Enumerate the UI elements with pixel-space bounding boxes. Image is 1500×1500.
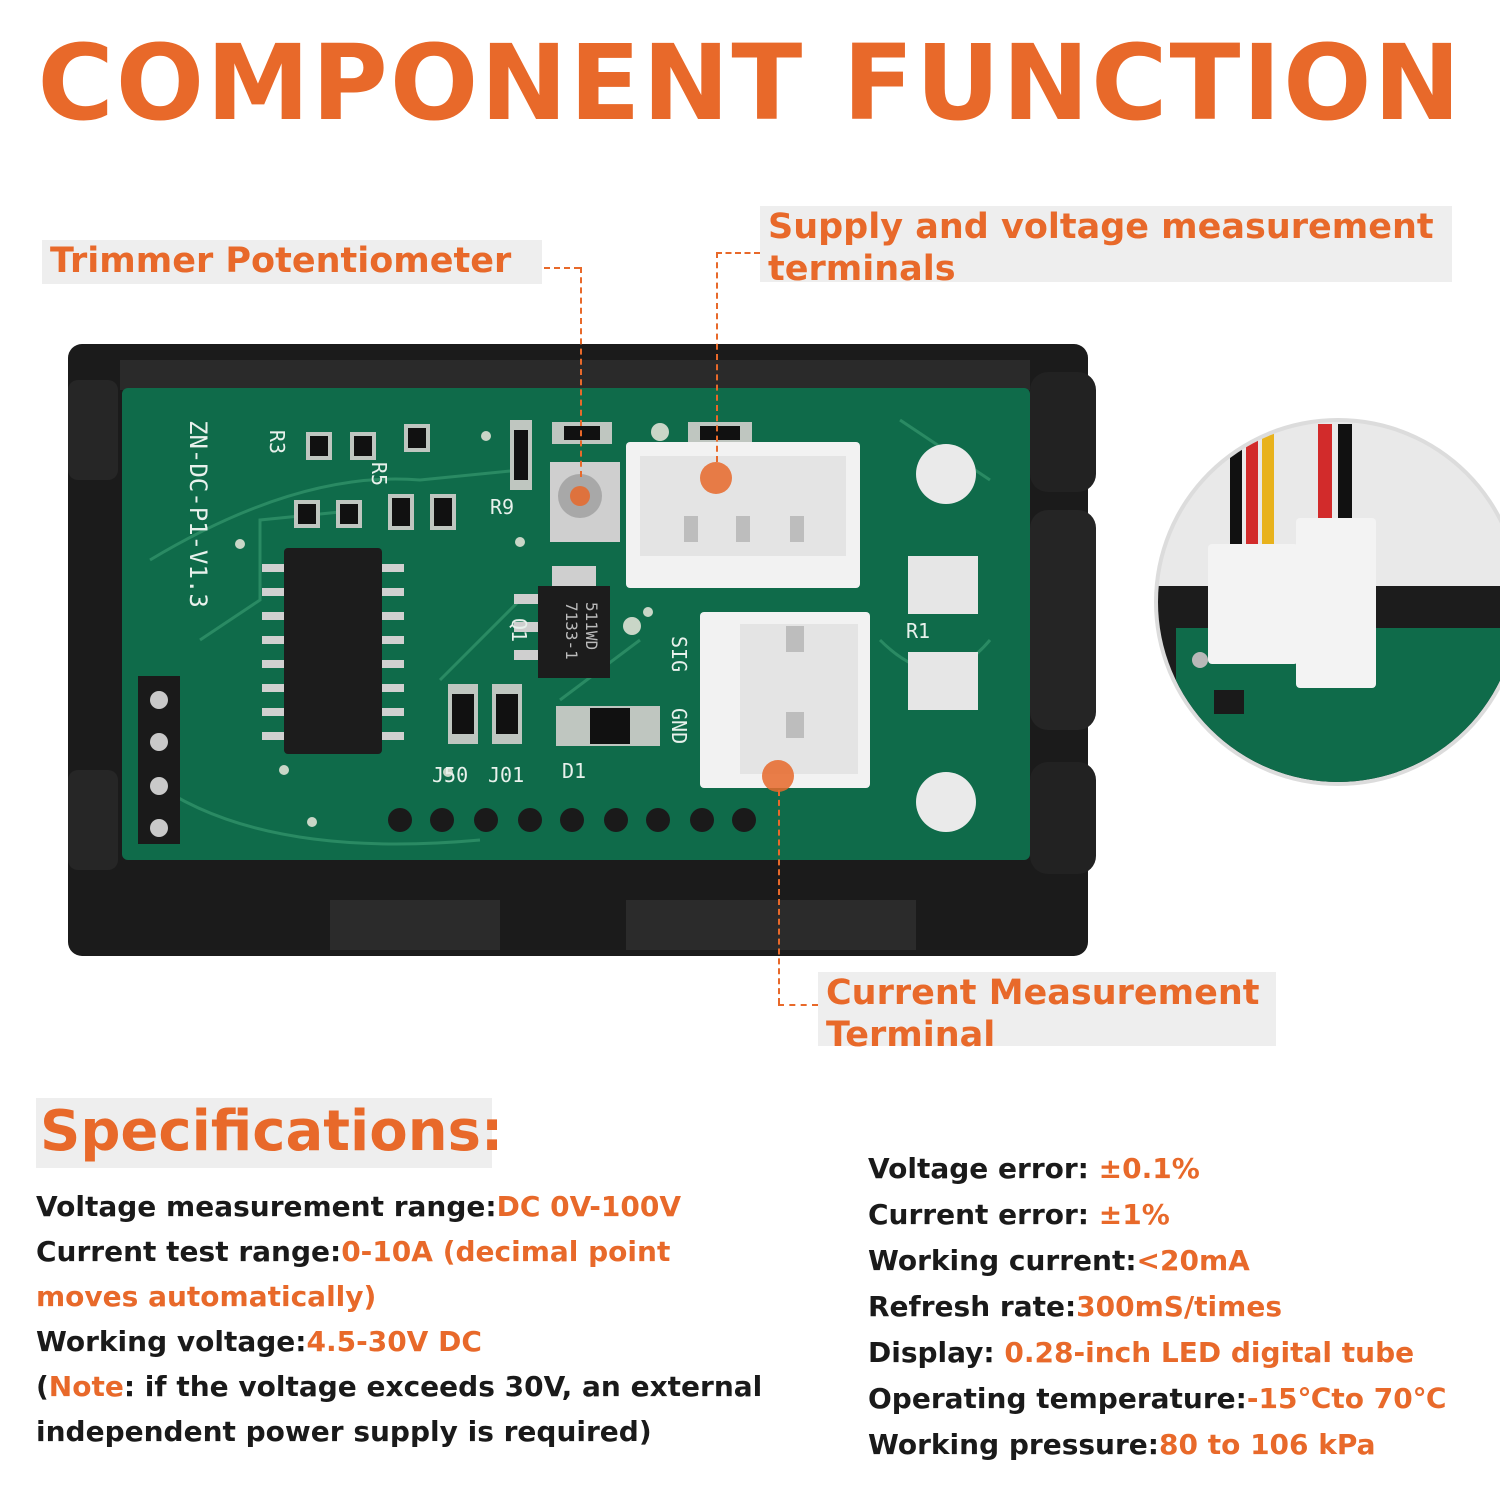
silk-sig: SIG (667, 636, 691, 672)
spec-voltage-error: Voltage error: ±0.1% (868, 1152, 1200, 1185)
leader-supply-v (716, 252, 718, 462)
silk-chip: 7133-1 (562, 602, 581, 660)
specifications-heading: Specifications: (36, 1098, 503, 1168)
display-pins-bottom (388, 808, 756, 832)
leader-trimmer-h (544, 267, 580, 269)
mounting-hole-bottom (916, 772, 976, 832)
callout-current-terminal: Current Measurement Terminal (818, 972, 1276, 1055)
connector-closeup-inset (1154, 418, 1500, 786)
silk-gnd: GND (667, 708, 691, 744)
housing-bottom-tab-2 (626, 900, 916, 950)
spec-display: Display: 0.28-inch LED digital tube (868, 1336, 1415, 1369)
silk-j01: J01 (488, 763, 524, 787)
housing-tab-left-bottom (68, 770, 118, 870)
specifications-right-column: Voltage error: ±0.1% Current error: ±1% … (868, 1146, 1488, 1468)
leader-current-h (778, 1004, 818, 1006)
callout-supply-line1: Supply and voltage measurement (768, 207, 1434, 247)
callout-supply-terminals: Supply and voltage measurement terminals (760, 206, 1452, 289)
housing-tab-right-mid (1030, 510, 1096, 730)
spec-note: (Note: if the voltage exceeds 30V, an ex… (36, 1370, 763, 1403)
spec-working-current: Working current:<20mA (868, 1244, 1250, 1277)
callout-trimmer-potentiometer: Trimmer Potentiometer (42, 240, 542, 284)
specifications-left-column: Voltage measurement range:DC 0V-100V Cur… (36, 1184, 796, 1454)
spec-current-range: Current test range:0-10A (decimal point (36, 1235, 671, 1268)
silk-model: ZN-DC-P1-V1.3 (184, 420, 212, 608)
silk-j50: J50 (432, 763, 468, 787)
silk-r9: R9 (490, 495, 514, 519)
smd-components (294, 420, 752, 746)
spec-current-error: Current error: ±1% (868, 1198, 1170, 1231)
ic-pins (262, 564, 404, 740)
silk-r1: R1 (906, 619, 930, 643)
leader-trimmer-v (580, 267, 582, 477)
silk-q1: Q1 (507, 618, 531, 642)
callout-supply-line2: terminals (768, 249, 956, 289)
pcb-vias (235, 423, 669, 827)
callout-current-line2: Terminal (826, 1015, 996, 1055)
silk-r3: R3 (265, 430, 289, 454)
shunt-pad-2 (908, 652, 978, 710)
voltage-regulator (538, 586, 610, 678)
silk-r5: R5 (367, 462, 391, 486)
housing-tab-right-bottom (1030, 762, 1096, 874)
spec-refresh-rate: Refresh rate:300mS/times (868, 1290, 1282, 1323)
page-title: COMPONENT FUNCTION (37, 22, 1463, 144)
spec-note-cont: independent power supply is required) (36, 1415, 652, 1448)
spec-voltage-range: Voltage measurement range:DC 0V-100V (36, 1190, 681, 1223)
spec-current-range-cont: moves automatically) (36, 1280, 377, 1313)
silk-d1: D1 (562, 759, 586, 783)
callout-trimmer-label: Trimmer Potentiometer (50, 241, 512, 281)
spec-working-voltage: Working voltage:4.5-30V DC (36, 1325, 482, 1358)
leader-supply-h (716, 252, 760, 254)
spec-operating-temperature: Operating temperature:-15℃to 70℃ (868, 1382, 1447, 1415)
housing-top-lip (120, 360, 1030, 390)
housing-bottom-tab-1 (330, 900, 500, 950)
ic-chip (284, 548, 382, 754)
callout-current-line1: Current Measurement (826, 973, 1260, 1013)
spec-working-pressure: Working pressure:80 to 106 kPa (868, 1428, 1376, 1461)
shunt-pad-1 (908, 556, 978, 614)
leader-current-v (778, 790, 780, 1004)
silk-chip2: 511WD (582, 602, 601, 650)
housing-tab-left-top (68, 380, 118, 480)
mounting-hole-top (916, 444, 976, 504)
housing-tab-right-top (1030, 372, 1096, 492)
